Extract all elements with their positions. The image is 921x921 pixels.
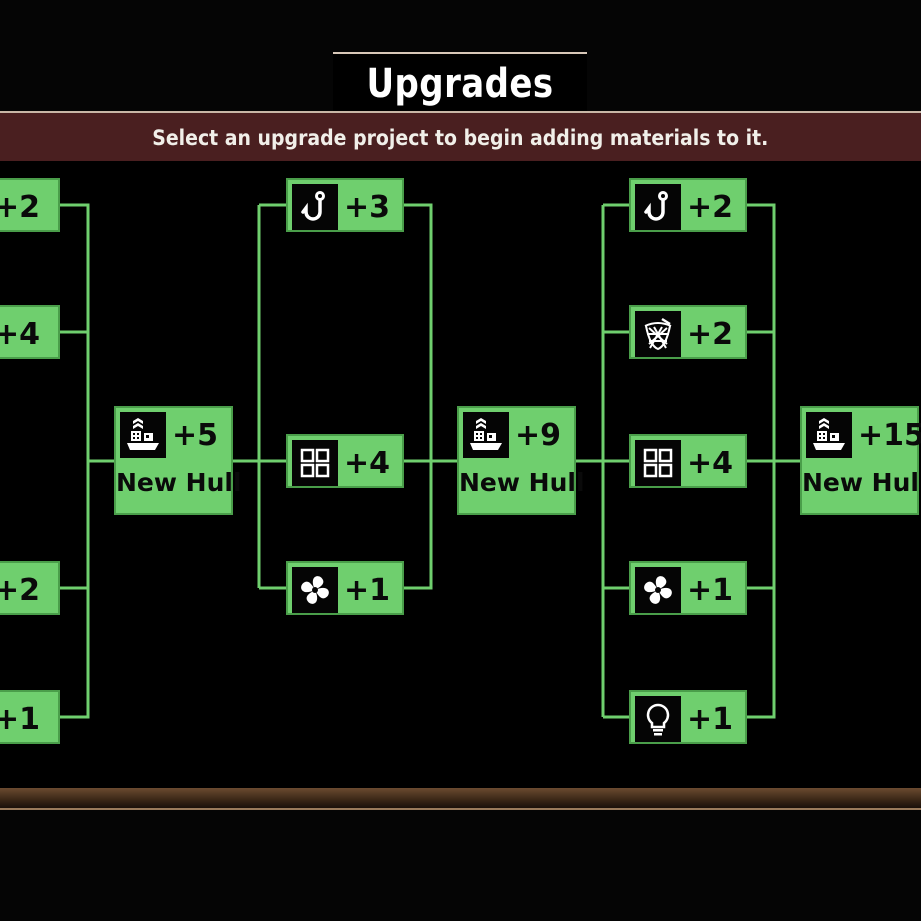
hull-label: New Hull	[802, 468, 921, 497]
upgrade-node[interactable]: +3	[286, 178, 404, 232]
hull-label: New Hull	[459, 468, 585, 497]
grid-icon	[292, 440, 338, 486]
grid-icon	[635, 440, 681, 486]
hook-icon	[292, 184, 338, 230]
node-value: +5	[172, 417, 219, 453]
upgrade-node[interactable]: +2	[0, 178, 60, 232]
hull-upgrade-node[interactable]: +5 New Hull	[114, 406, 242, 515]
upgrade-node[interactable]: +1	[0, 690, 60, 744]
hull-upgrade-node[interactable]: +15 New Hull	[800, 406, 921, 515]
node-value: +3	[344, 189, 391, 225]
node-value: +15	[858, 417, 921, 453]
page-title: Upgrades	[366, 61, 554, 107]
node-value: +2	[0, 572, 41, 608]
node-value: +2	[0, 189, 41, 225]
upgrade-node[interactable]: +1	[629, 690, 747, 744]
node-value: +4	[0, 316, 41, 352]
node-value: +1	[687, 701, 734, 737]
propeller-icon	[635, 567, 681, 613]
ship-icon	[120, 412, 166, 458]
net-icon	[635, 311, 681, 357]
node-value: +4	[687, 445, 734, 481]
ship-icon	[463, 412, 509, 458]
ship-icon	[806, 412, 852, 458]
instruction-text: Select an upgrade project to begin addin…	[152, 126, 769, 150]
upgrade-node[interactable]: +2	[629, 305, 747, 359]
upgrade-node[interactable]: +2	[0, 561, 60, 615]
node-value: +1	[687, 572, 734, 608]
node-value: +1	[344, 572, 391, 608]
upgrade-node[interactable]: +1	[629, 561, 747, 615]
node-value: +4	[344, 445, 391, 481]
upgrade-node[interactable]: +1	[286, 561, 404, 615]
hook-icon	[635, 184, 681, 230]
title-box: Upgrades	[333, 52, 587, 114]
upgrade-node[interactable]: +4	[286, 434, 404, 488]
node-value: +1	[0, 701, 41, 737]
upgrade-node[interactable]: +2	[629, 178, 747, 232]
hull-upgrade-node[interactable]: +9 New Hull	[457, 406, 585, 515]
upgrade-node[interactable]: +4	[0, 305, 60, 359]
node-value: +2	[687, 189, 734, 225]
hull-label: New Hull	[116, 468, 242, 497]
node-value: +9	[515, 417, 562, 453]
bulb-icon	[635, 696, 681, 742]
propeller-icon	[292, 567, 338, 613]
bottom-frame	[0, 788, 921, 810]
node-value: +2	[687, 316, 734, 352]
upgrade-node[interactable]: +4	[629, 434, 747, 488]
